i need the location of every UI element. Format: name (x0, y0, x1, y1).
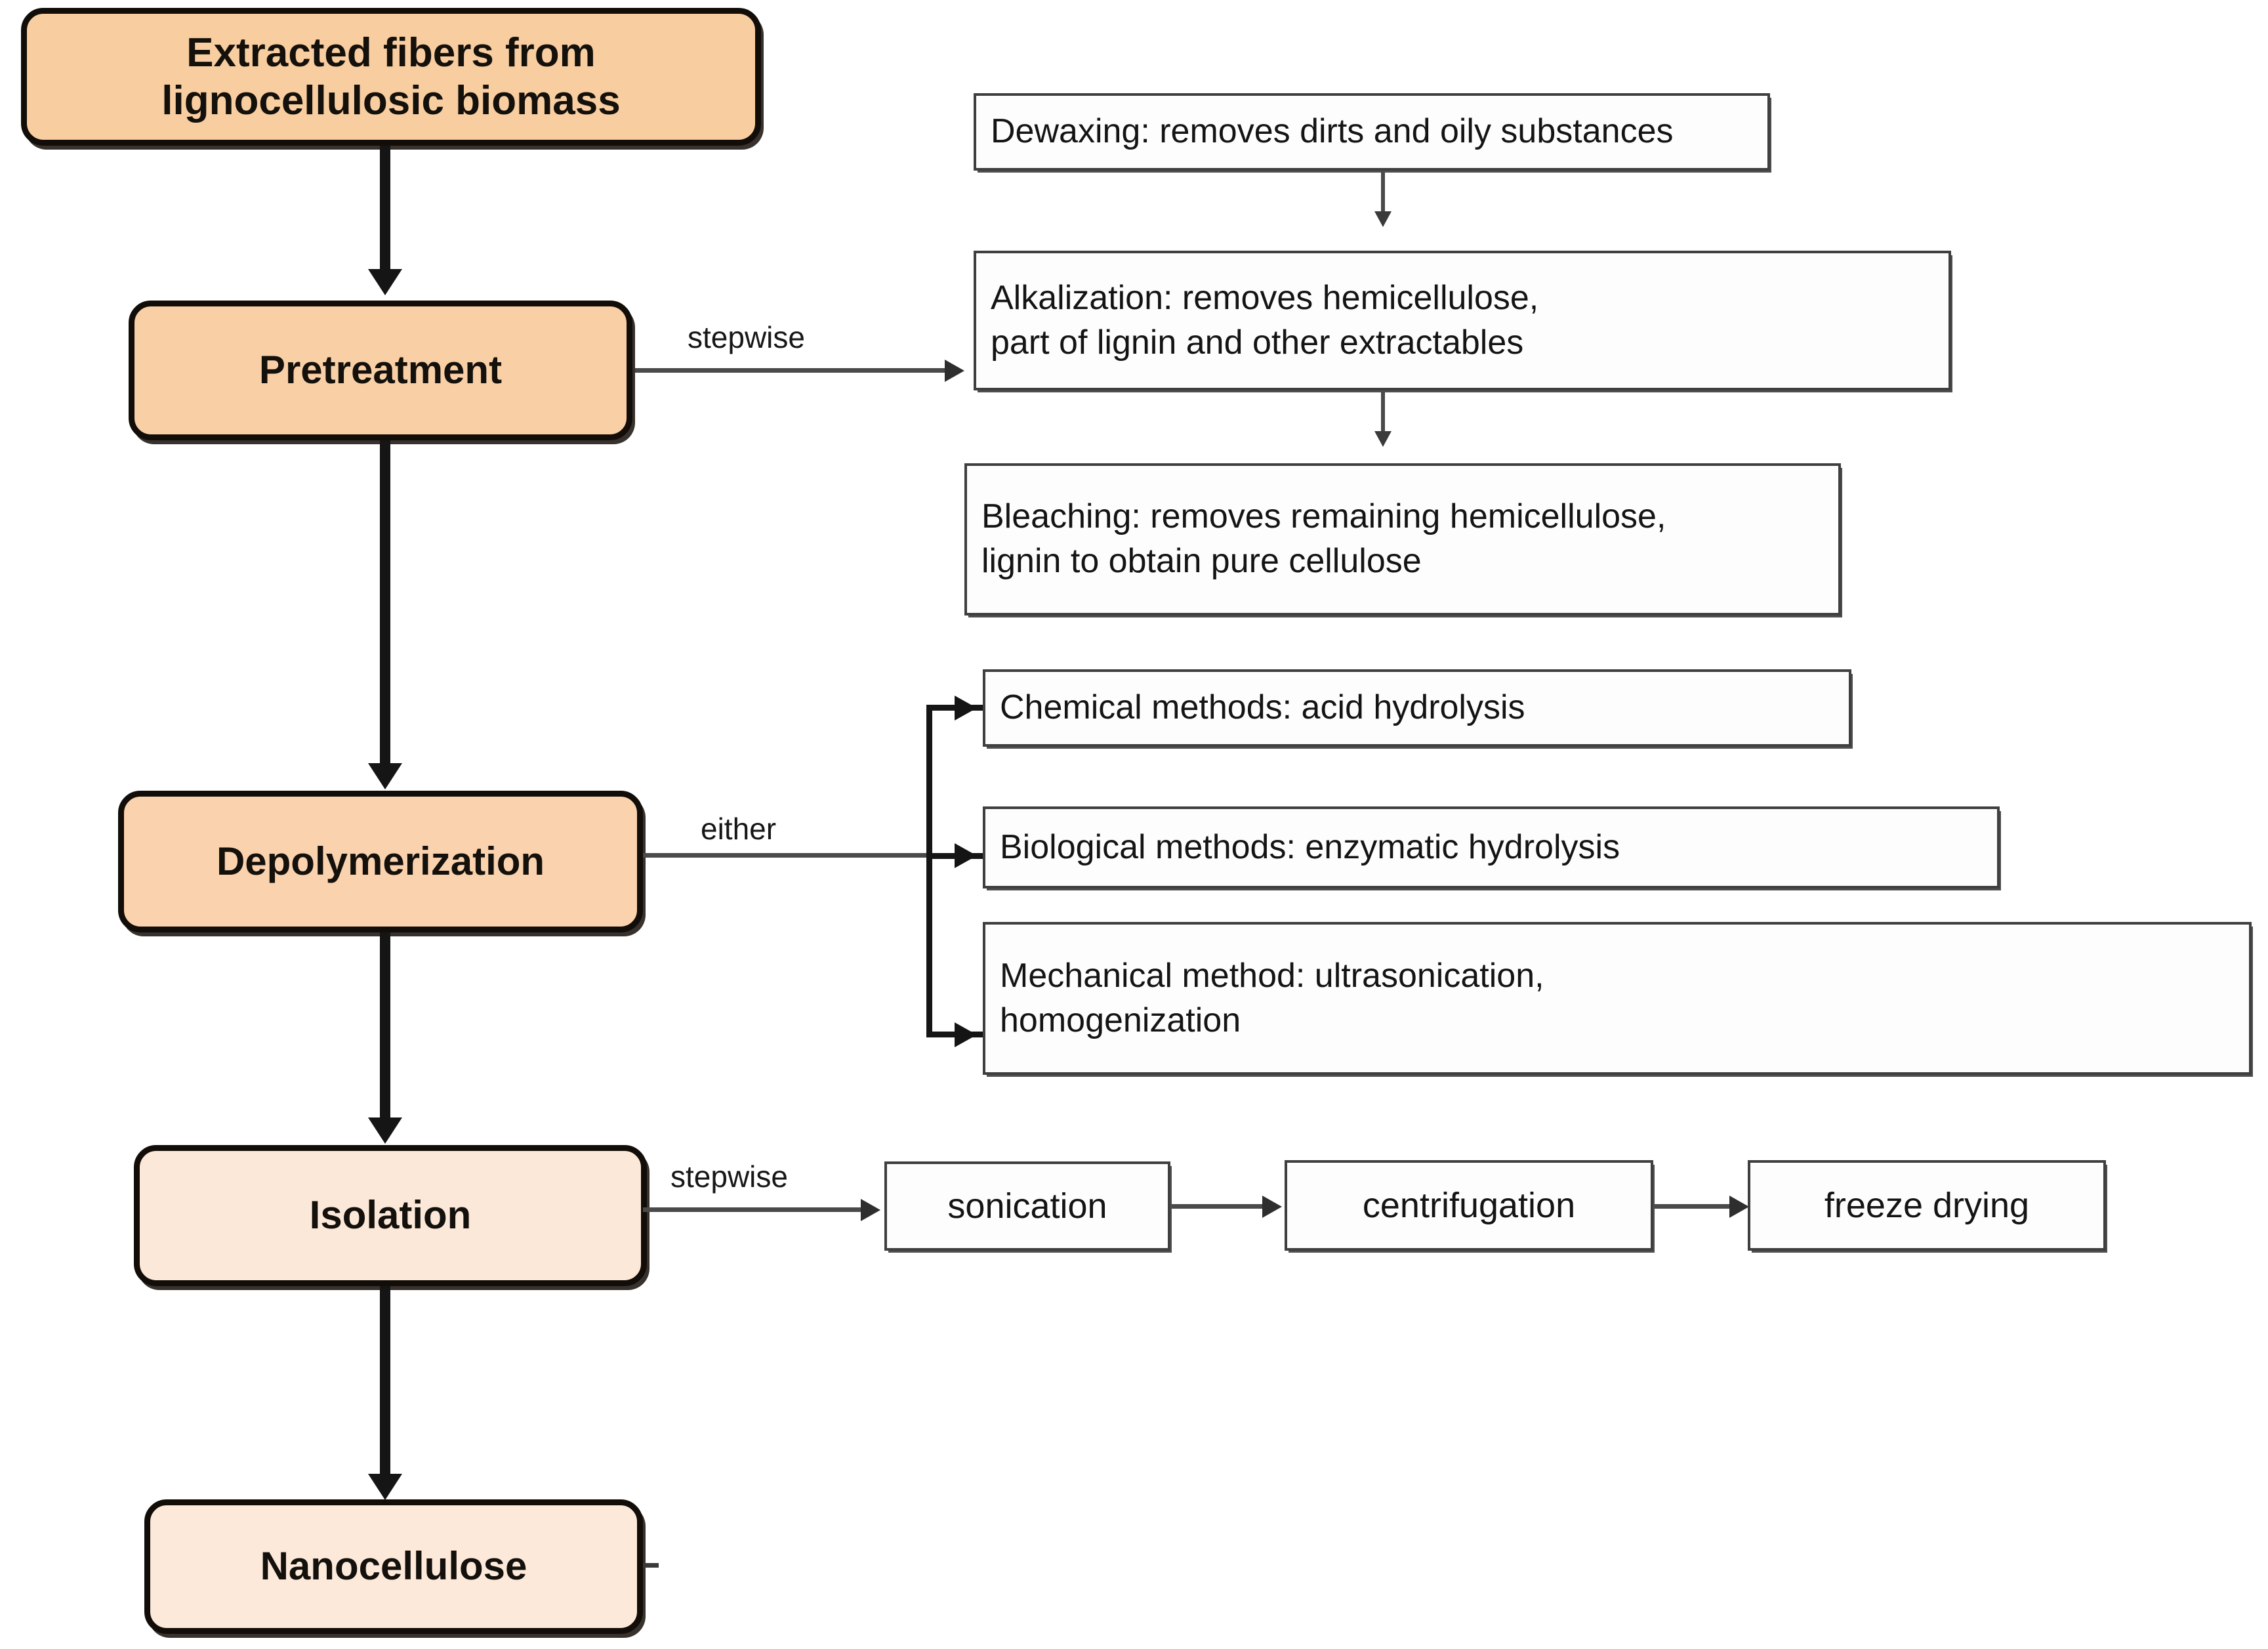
edge-label-isolation-stepwise: stepwise (670, 1159, 788, 1194)
detail-box-biological-methods: Biological methods: enzymatic hydrolysis (983, 806, 2000, 888)
detail-box-bleaching: Bleaching: removes remaining hemicellulo… (964, 463, 1841, 616)
arrow-pretreatment-stepwise (945, 360, 964, 382)
connector-depolymerization-to-isolation (380, 932, 390, 1119)
dewaxing-text: Dewaxing: removes dirts and oily substan… (991, 110, 1673, 154)
bleaching-line-2: lignin to obtain pure cellulose (981, 542, 1422, 580)
detail-box-chemical-methods: Chemical methods: acid hydrolysis (983, 669, 1851, 747)
bleaching-text: Bleaching: removes remaining hemicellulo… (981, 495, 1666, 583)
connector-centrifugation-to-freeze-drying (1655, 1204, 1735, 1209)
connector-sonication-to-centrifugation (1172, 1204, 1268, 1209)
mechanical-methods-text: Mechanical method: ultrasonication, homo… (1000, 954, 1544, 1043)
stage-box-depolymerization: Depolymerization (118, 791, 643, 932)
chemical-line-1: Chemical methods: acid hydrolysis (1000, 688, 1525, 727)
freeze-drying-label: freeze drying (1824, 1185, 2030, 1225)
connector-depolymerization-bus (926, 705, 932, 1037)
edge-label-depolymerization-either: either (701, 812, 777, 846)
stage-box-isolation: Isolation (134, 1145, 647, 1286)
edge-label-pretreatment-stepwise: stepwise (688, 320, 805, 354)
connector-source-to-pretreatment (380, 146, 390, 272)
biological-methods-text: Biological methods: enzymatic hydrolysis (1000, 825, 1620, 870)
source-line-1: Extracted fibers from (186, 30, 596, 75)
arrow-sonication-to-centrifugation (1262, 1196, 1282, 1218)
arrow-depolymerization-to-isolation (368, 1117, 402, 1144)
arrow-centrifugation-to-freeze-drying (1729, 1196, 1749, 1218)
connector-isolation-stepwise (643, 1207, 866, 1212)
alkalization-line-1: Alkalization: removes hemicellulose, (991, 278, 1539, 317)
mechanical-line-2: homogenization (1000, 1001, 1241, 1039)
connector-isolation-to-nanocellulose (380, 1286, 390, 1476)
connector-pretreatment-to-depolymerization (380, 440, 390, 765)
detail-box-centrifugation: centrifugation (1285, 1160, 1653, 1251)
connector-dewaxing-to-alkalization (1381, 172, 1385, 219)
detail-box-dewaxing: Dewaxing: removes dirts and oily substan… (974, 93, 1770, 171)
stage-label-pretreatment: Pretreatment (258, 348, 503, 392)
arrow-branch-biological (955, 843, 977, 868)
source-line-2: lignocellulosic biomass (161, 78, 621, 123)
arrow-alkalization-to-bleaching (1374, 431, 1392, 447)
chemical-methods-text: Chemical methods: acid hydrolysis (1000, 686, 1525, 730)
centrifugation-label: centrifugation (1362, 1185, 1576, 1225)
arrow-isolation-to-nanocellulose (368, 1474, 402, 1500)
detail-box-mechanical-methods: Mechanical method: ultrasonication, homo… (983, 922, 2252, 1075)
stage-label-isolation: Isolation (309, 1193, 472, 1238)
connector-nanocellulose-stub (643, 1563, 659, 1568)
biological-line-1: Biological methods: enzymatic hydrolysis (1000, 827, 1620, 866)
arrow-source-to-pretreatment (368, 269, 402, 295)
alkalization-line-2: part of lignin and other extractables (991, 323, 1524, 362)
arrow-pretreatment-to-depolymerization (368, 763, 402, 789)
stage-label-source: Extracted fibers from lignocellulosic bi… (161, 29, 620, 125)
mechanical-line-1: Mechanical method: ultrasonication, (1000, 956, 1544, 995)
stage-box-nanocellulose: Nanocellulose (144, 1499, 643, 1634)
connector-depolymerization-either (643, 853, 932, 858)
stage-box-pretreatment: Pretreatment (129, 301, 632, 440)
arrow-isolation-stepwise (861, 1199, 880, 1221)
connector-pretreatment-stepwise (635, 368, 950, 373)
detail-box-alkalization: Alkalization: removes hemicellulose, par… (974, 251, 1951, 390)
stage-label-depolymerization: Depolymerization (216, 839, 545, 883)
sonication-label: sonication (947, 1186, 1107, 1226)
detail-box-freeze-drying: freeze drying (1748, 1160, 2106, 1251)
bleaching-line-1: Bleaching: removes remaining hemicellulo… (981, 497, 1666, 536)
stage-label-nanocellulose: Nanocellulose (260, 1544, 527, 1589)
dewaxing-line-1: Dewaxing: removes dirts and oily substan… (991, 112, 1674, 151)
detail-box-sonication: sonication (884, 1161, 1170, 1251)
connector-alkalization-to-bleaching (1381, 392, 1385, 439)
stage-box-source: Extracted fibers from lignocellulosic bi… (21, 8, 761, 146)
arrow-dewaxing-to-alkalization (1374, 211, 1392, 227)
alkalization-text: Alkalization: removes hemicellulose, par… (991, 276, 1538, 365)
arrow-branch-chemical (955, 696, 977, 720)
arrow-branch-mechanical (955, 1022, 977, 1047)
